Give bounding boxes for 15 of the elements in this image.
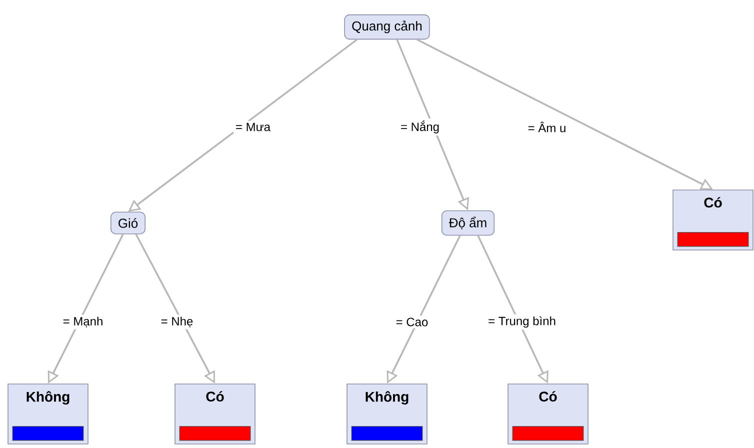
edge-label: = Cao (394, 316, 430, 328)
edge-label: = Âm u (526, 120, 568, 134)
edge-label: = Trung bình (486, 314, 558, 330)
leaf-box: Có (508, 384, 588, 444)
edge-label: = Nắng (398, 118, 442, 136)
edge-label: = Nhẹ (158, 314, 196, 330)
leaf-box: Không (8, 384, 88, 444)
edge-label: = Mạnh (60, 314, 106, 330)
leaf-box: Không (346, 384, 428, 444)
edge-label: = Mưa (233, 120, 273, 134)
leaf-box: Có (174, 384, 256, 444)
decision-box: Gió (110, 212, 146, 234)
leaf-box: Có (672, 190, 754, 250)
decision-box: Quang cảnh (344, 14, 430, 40)
decision-box: Độ ẩm (441, 210, 495, 236)
